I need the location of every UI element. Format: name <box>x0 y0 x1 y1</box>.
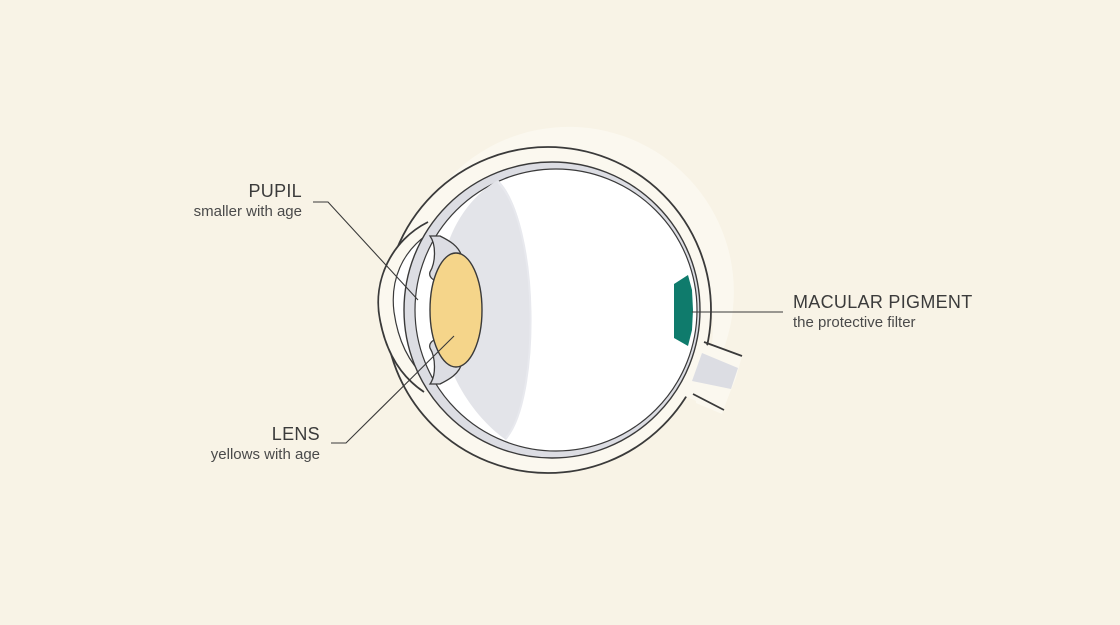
lens-subtitle: yellows with age <box>210 446 320 463</box>
pupil-label: PUPIL smaller with age <box>194 180 302 222</box>
macular-pigment-label: MACULAR PIGMENT the protective filter <box>793 291 973 333</box>
anterior-chamber-edge <box>497 181 532 439</box>
optic-nerve-outline-bottom <box>692 393 725 411</box>
optic-nerve-outline-top <box>703 341 743 357</box>
lens <box>429 252 483 368</box>
optic-nerve-core <box>692 353 738 389</box>
macula-title: MACULAR PIGMENT <box>793 292 973 312</box>
pupil-subtitle: smaller with age <box>193 203 302 220</box>
lens-leader-line <box>331 335 455 444</box>
lens-title: LENS <box>271 424 320 444</box>
pupil-title: PUPIL <box>248 181 302 201</box>
lens-label: LENS yellows with age <box>211 423 320 465</box>
anterior-chamber-shade <box>438 180 531 440</box>
pupil-leader-line <box>313 201 419 301</box>
macular-pigment <box>674 275 693 346</box>
macula-subtitle: the protective filter <box>793 314 916 331</box>
